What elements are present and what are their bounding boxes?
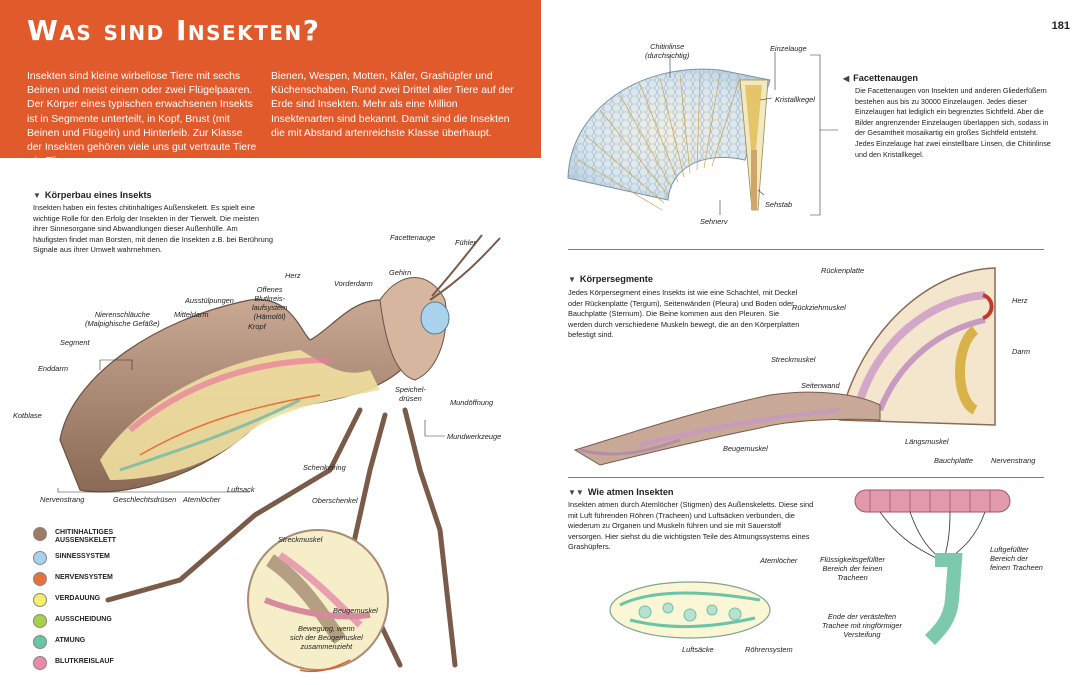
label-vorderdarm: Vorderdarm	[334, 279, 373, 288]
atmen-text: Insekten atmen durch Atemlöcher (Stigmen…	[568, 500, 814, 552]
triangle-left-icon: ◀	[843, 74, 850, 83]
label-seitenwand: Seitenwand	[801, 381, 840, 390]
koerperbau-heading: ▼Körperbau eines Insekts	[33, 190, 152, 200]
legend-item: AUSSCHEIDUNG	[33, 614, 233, 628]
label-einzelauge: Einzelauge	[770, 44, 807, 53]
intro-text-col1: Insekten sind kleine wirbellose Tiere mi…	[27, 71, 257, 168]
triangle-down-icon: ▼▼	[568, 488, 584, 497]
page-number: 181	[1051, 20, 1070, 32]
label-mitteldarm: Mitteldarm	[174, 310, 209, 319]
section-divider	[568, 477, 1044, 478]
label-atemloecher: Atemlöcher	[183, 495, 221, 504]
label-schenkelring: Schenkelring	[303, 463, 346, 472]
label-fuehler: Fühler	[455, 238, 476, 247]
leader-lines	[669, 52, 838, 216]
atmen-heading: ▼▼Wie atmen Insekten	[568, 487, 674, 497]
label-ausstuelpungen: Ausstülpungen	[185, 296, 234, 305]
label-sehnerv: Sehnerv	[700, 217, 728, 226]
label-roehrensystem: Röhrensystem	[745, 645, 793, 654]
label-bewegung: Bewegung, wenn sich der Beugemuskel zusa…	[290, 624, 363, 651]
label-offenes-blutkreislaufsystem: Offenes Blutkreis- laufsystem (Hämolöl)	[252, 285, 288, 321]
koerpersegmente-heading: ▼Körpersegmente	[568, 274, 653, 284]
legend-swatch	[33, 593, 47, 607]
legend-label: NERVENSYSTEM	[55, 574, 113, 581]
muscle-inset-illustration	[247, 529, 389, 672]
label-segment-herz: Herz	[1012, 296, 1028, 305]
label-nierenschlaeuche: Nierenschläuche (Malpighische Gefäße)	[85, 310, 160, 328]
legend-swatch	[33, 572, 47, 586]
label-inset-streckmuskel: Streckmuskel	[278, 535, 323, 544]
label-rueckenplatte: Rückenplatte	[821, 266, 865, 275]
label-oberschenkel: Oberschenkel	[312, 496, 358, 505]
section-divider	[568, 249, 1044, 250]
header-banner: Was sind Insekten? Insekten sind kleine …	[0, 0, 541, 167]
legend-item: VERDAUUNG	[33, 593, 233, 607]
label-segment-beugemuskel: Beugemuskel	[723, 444, 768, 453]
legend-item: ATMUNG	[33, 635, 233, 649]
legend-label: VERDAUUNG	[55, 595, 101, 602]
label-herz: Herz	[285, 271, 301, 280]
legend-swatch	[33, 614, 47, 628]
legend-swatch	[33, 551, 47, 565]
label-segment-nervenstrang: Nervenstrang	[991, 456, 1036, 465]
legend-label: BLUTKREISLAUF	[55, 658, 114, 665]
legend-label: AUSSCHEIDUNG	[55, 616, 112, 623]
label-segment-streckmuskel: Streckmuskel	[771, 355, 816, 364]
label-chitinlinse: Chitinlinse (durchsichtig)	[645, 42, 690, 60]
compound-eye-illustration	[567, 68, 771, 211]
label-atmen-atemloecher: Atemlöcher	[760, 556, 798, 565]
label-fluessigkeitsgefuellt: Flüssigkeitsgefüllter Bereich der feinen…	[820, 555, 885, 582]
legend-item: BLUTKREISLAUF	[33, 656, 233, 670]
koerpersegmente-text: Jedes Körpersegment eines Insekts ist wi…	[568, 288, 800, 340]
label-kotblase: Kotblase	[13, 411, 42, 420]
label-kropf: Kropf	[248, 322, 266, 331]
triangle-down-icon: ▼	[568, 275, 576, 284]
label-segment: Segment	[60, 338, 90, 347]
body-segment-illustration	[573, 267, 996, 466]
label-geschlechtsdruesen: Geschlechtsdrüsen	[113, 495, 177, 504]
facettenaugen-heading: ◀Facettenaugen	[843, 73, 918, 83]
breathing-system-illustration	[609, 489, 1011, 645]
label-ende-trachee: Ende der verästelten Trachee mit ringför…	[822, 612, 902, 639]
legend-item: CHITINHALTIGES AUSSENSKELETT	[33, 527, 233, 544]
label-luftsack: Luftsack	[227, 485, 255, 494]
label-mundwerkzeuge: Mundwerkzeuge	[447, 432, 502, 441]
legend-item: NERVENSYSTEM	[33, 572, 233, 586]
legend-swatch	[33, 656, 47, 670]
label-luftgefuellt: Luftgefüllter Bereich der feinen Trachee…	[990, 545, 1043, 572]
label-luftsaecke: Luftsäcke	[682, 645, 714, 654]
label-inset-beugemuskel: Beugemuskel	[333, 606, 378, 615]
label-mundoeffnung: Mundöffnung	[450, 398, 494, 407]
facettenaugen-text: Die Facettenaugen von Insekten und ander…	[855, 86, 1051, 159]
koerperbau-text: Insekten haben ein festes chitinhaltiges…	[33, 203, 273, 255]
label-kristallkegel: Kristallkegel	[775, 95, 815, 104]
label-darm: Darm	[1012, 347, 1031, 356]
label-laengsmuskel: Längsmuskel	[905, 437, 949, 446]
legend-swatch	[33, 527, 47, 541]
legend-label: CHITINHALTIGES AUSSENSKELETT	[55, 529, 117, 544]
label-facettenauge: Facettenauge	[390, 233, 436, 242]
legend-swatch	[33, 635, 47, 649]
label-sehstab: Sehstab	[765, 200, 793, 209]
label-rueckziehmuskel: Rückziehmuskel	[792, 303, 846, 312]
label-speicheldruesen: Speichel- drüsen	[395, 385, 426, 403]
intro-text-col2: Bienen, Wespen, Motten, Käfer, Grashüpfe…	[271, 71, 514, 139]
label-enddarm: Enddarm	[38, 364, 68, 373]
page-title: Was sind Insekten?	[27, 14, 321, 47]
label-bauchplatte: Bauchplatte	[934, 456, 974, 465]
insect-cross-section-illustration	[59, 234, 501, 668]
legend-item: SINNESSYSTEM	[33, 551, 233, 565]
label-nervenstrang: Nervenstrang	[40, 495, 85, 504]
legend-label: ATMUNG	[55, 637, 86, 644]
triangle-down-icon: ▼	[33, 191, 41, 200]
legend-label: SINNESSYSTEM	[55, 553, 110, 560]
label-gehirn: Gehirn	[389, 268, 412, 277]
